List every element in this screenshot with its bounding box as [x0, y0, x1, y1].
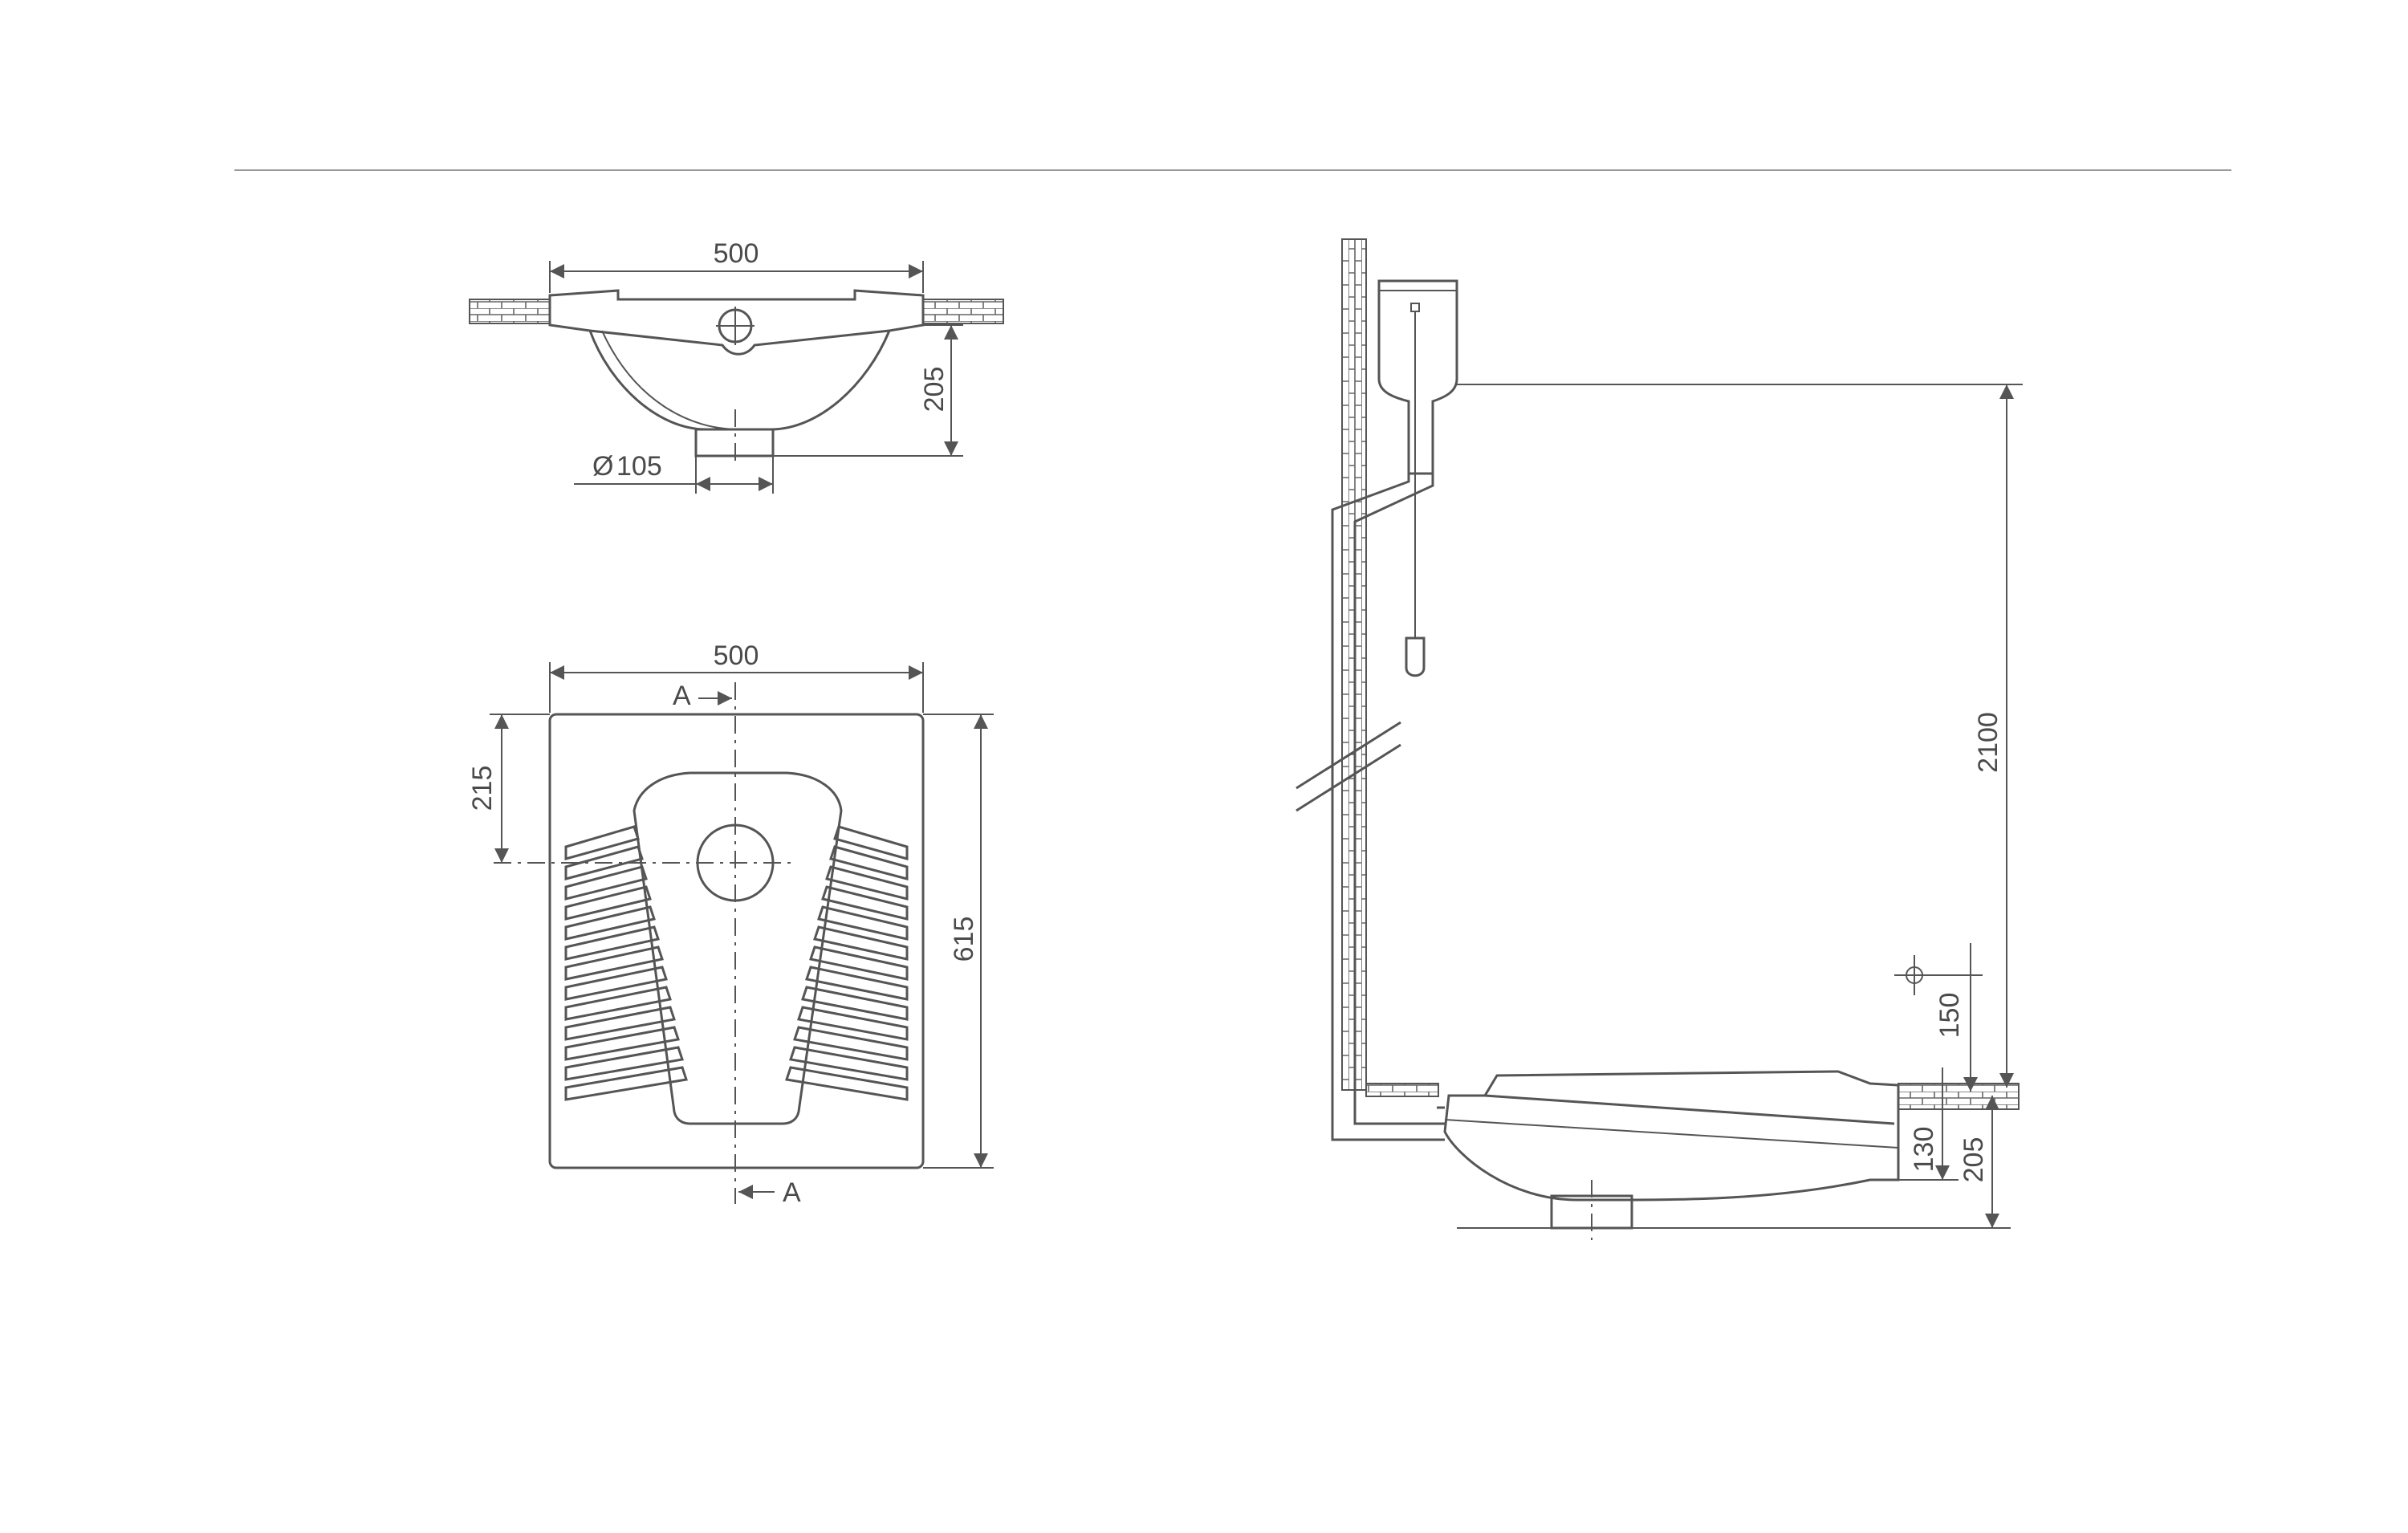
plan-width-label: 500 [714, 640, 759, 671]
top-depth-label: 205 [919, 367, 950, 413]
side-view: 2100 150 130 205 [1296, 238, 2023, 1240]
pan-side-profile [1443, 1070, 1900, 1202]
outlet-diameter-symbol: Ø [592, 451, 613, 482]
side-inlet-label: 130 [1909, 1127, 1939, 1173]
side-height-label: 2100 [1973, 712, 2003, 773]
floor-brick-left [469, 299, 551, 324]
foot-pad-left [564, 825, 688, 1101]
section-marker-top: A [673, 681, 691, 711]
side-depth-label: 205 [1959, 1137, 1989, 1183]
cistern [1377, 279, 1458, 475]
flush-pipe [1353, 474, 1445, 1125]
section-marker-bottom: A [783, 1177, 801, 1208]
plan-offset-label: 215 [467, 766, 498, 811]
foot-pad-right [785, 825, 909, 1101]
floor-brick-right [922, 299, 1004, 324]
bowl-outline [633, 771, 843, 1125]
plan-length-label: 615 [949, 917, 979, 962]
top-width-label: 500 [714, 238, 759, 269]
pull-handle [1405, 636, 1426, 677]
top-section-view: 500 205 Ø 105 [469, 238, 1004, 494]
plan-view: A A 500 615 215 [467, 640, 994, 1208]
side-pipe-label: 150 [1934, 993, 1965, 1039]
outlet-diameter-label: 105 [616, 451, 662, 482]
